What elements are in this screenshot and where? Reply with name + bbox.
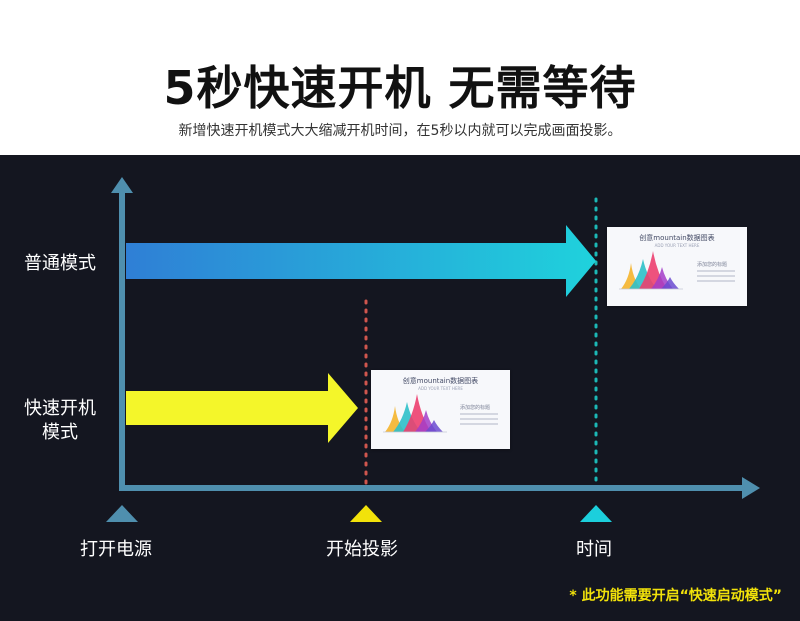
mountain-chart-icon — [619, 251, 683, 290]
mountain-chart-icon — [383, 394, 447, 433]
card-title: 创意mountain数据图表 — [402, 377, 479, 385]
power-on-label: 打开电源 — [80, 539, 152, 560]
page-title: 5秒快速开机 无需等待 — [163, 61, 637, 115]
y-axis-line — [119, 191, 125, 491]
card-text-lines — [460, 413, 498, 415]
fast-mode-arrow — [126, 373, 358, 443]
power-on-marker — [106, 505, 138, 522]
normal-mode-arrow — [126, 225, 596, 297]
footnote: * 此功能需要开启“快速启动模式” — [569, 588, 782, 604]
card-subtitle: ADD YOUR TEXT HERE — [418, 386, 463, 391]
fast-mode-label-line1: 快速开机 — [24, 398, 96, 419]
time-marker — [580, 505, 612, 522]
fast-mode-label-line2: 模式 — [42, 422, 78, 443]
normal-mode-chart-card: 创意mountain数据图表 ADD YOUR TEXT HERE 添加您的标题 — [607, 227, 747, 306]
page-subtitle: 新增快速开机模式大大缩减开机时间，在5秒以内就可以完成画面投影。 — [178, 123, 622, 139]
header: 5秒快速开机 无需等待 新增快速开机模式大大缩减开机时间，在5秒以内就可以完成画… — [0, 0, 800, 155]
card-side-note: 添加您的标题 — [697, 262, 728, 268]
time-label: 时间 — [576, 539, 612, 560]
normal-mode-label: 普通模式 — [24, 253, 96, 274]
timeline-diagram — [106, 177, 760, 522]
card-text-lines — [697, 270, 735, 272]
y-axis-arrowhead — [111, 177, 133, 193]
x-axis-arrowhead — [742, 477, 760, 499]
card-subtitle: ADD YOUR TEXT HERE — [654, 243, 700, 248]
project-start-marker — [350, 505, 382, 522]
x-axis-line — [119, 485, 747, 491]
card-side-note: 添加您的标题 — [460, 405, 491, 411]
fast-mode-chart-card: 创意mountain数据图表 ADD YOUR TEXT HERE 添加您的标题 — [371, 370, 510, 449]
card-title: 创意mountain数据图表 — [639, 234, 715, 242]
project-start-label: 开始投影 — [326, 539, 398, 560]
